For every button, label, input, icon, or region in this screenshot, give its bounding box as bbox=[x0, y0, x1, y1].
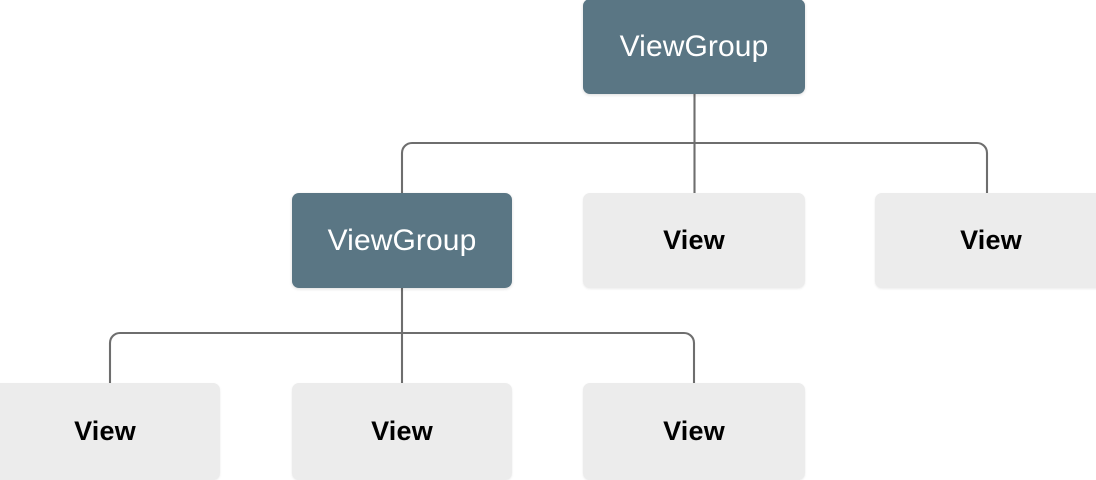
node-viewgroup-root[interactable]: ViewGroup bbox=[583, 0, 805, 94]
node-label: View bbox=[663, 225, 725, 255]
edge-root-to-viewgroup-1 bbox=[400, 141, 695, 193]
node-label: View bbox=[74, 416, 136, 446]
node-label: View bbox=[663, 416, 725, 446]
edge-viewgroup-1-to-view-3 bbox=[108, 331, 402, 383]
node-label: View bbox=[960, 225, 1022, 255]
node-view-level1-right[interactable]: View bbox=[875, 193, 1096, 288]
node-label: View bbox=[371, 416, 433, 446]
node-view-level2-left[interactable]: View bbox=[0, 383, 220, 480]
node-view-level2-right[interactable]: View bbox=[583, 383, 805, 480]
node-view-level1-center[interactable]: View bbox=[583, 193, 805, 288]
node-view-level2-center[interactable]: View bbox=[292, 383, 512, 480]
edge-root-to-view-2 bbox=[694, 141, 989, 193]
node-label: ViewGroup bbox=[619, 29, 769, 63]
node-label: ViewGroup bbox=[327, 223, 477, 257]
edge-viewgroup-1-to-view-5 bbox=[402, 331, 696, 383]
node-viewgroup-child[interactable]: ViewGroup bbox=[292, 193, 512, 288]
